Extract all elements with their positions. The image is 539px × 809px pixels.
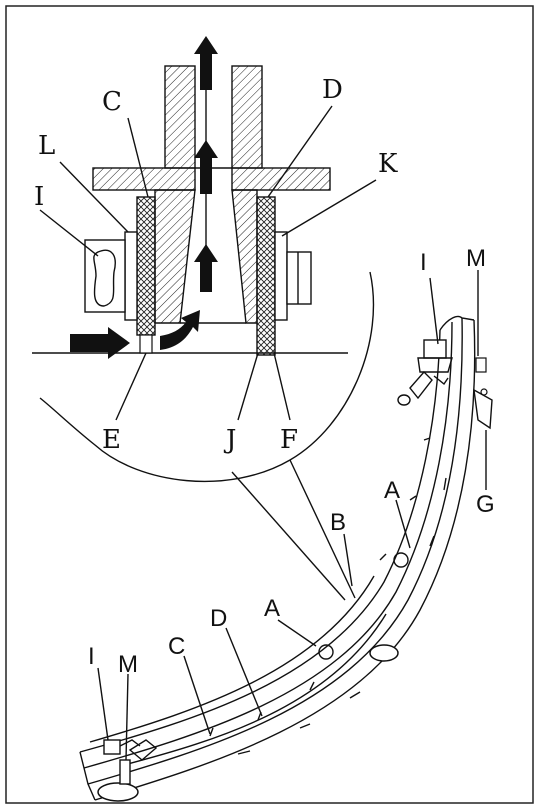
- nozzle-wall-right: [231, 189, 258, 324]
- leader-line-1: [231, 471, 346, 601]
- foot-pad-left: [97, 782, 139, 802]
- rail-middle: [83, 321, 453, 769]
- curved-assembly: I M G A B A D C I M: [79, 245, 495, 802]
- flow-arrow-up-icon: [194, 140, 218, 194]
- knob-right: [286, 251, 312, 305]
- label-A-right: A: [384, 477, 400, 504]
- rail-slot: [119, 613, 387, 767]
- clamp-bottom: [103, 739, 158, 785]
- label-I-bottom: I: [88, 643, 95, 670]
- leader-line-2: [289, 459, 356, 599]
- flow-arrow-right-icon: [70, 327, 130, 359]
- label-E-detail: E: [102, 425, 121, 455]
- label-I-top: I: [420, 249, 427, 276]
- flow-arrow-up-icon: [194, 36, 218, 90]
- bolt-ring: [318, 644, 334, 660]
- label-M-top: M: [466, 245, 486, 272]
- label-I-detail: I: [34, 182, 44, 212]
- label-C-main: C: [168, 633, 185, 660]
- plate-K: [274, 231, 288, 321]
- label-D-main: D: [210, 605, 227, 632]
- rail-outer-2: [87, 317, 463, 785]
- label-A-left: A: [264, 595, 280, 622]
- label-M-bottom: M: [118, 651, 138, 678]
- rail-inner-2: [89, 575, 375, 743]
- flow-arrow-up-icon: [194, 244, 218, 292]
- label-F-detail: F: [280, 425, 298, 455]
- label-C-detail: C: [102, 87, 122, 117]
- gap-E: [139, 334, 153, 354]
- label-K-detail: K: [378, 149, 398, 179]
- detail-view: C D L K I E J F: [32, 36, 398, 601]
- label-G: G: [476, 491, 495, 518]
- clamp-top: [397, 339, 493, 430]
- seal-D: [256, 196, 276, 356]
- knob-left: [84, 239, 126, 313]
- label-D-detail: D: [322, 75, 343, 105]
- knob-left-blob: [93, 249, 116, 307]
- bolt-ring: [393, 552, 409, 568]
- chimney-wall-right: [231, 65, 263, 169]
- foot-pad-middle: [369, 644, 399, 662]
- page-frame: [5, 5, 534, 804]
- plate-L: [124, 231, 138, 321]
- rail-outer: [94, 319, 476, 801]
- seal-C: [136, 196, 156, 336]
- rail-inner: [79, 329, 441, 753]
- label-L-detail: L: [38, 131, 55, 161]
- label-B: B: [330, 509, 346, 536]
- flow-arrow-curved-icon: [160, 310, 200, 350]
- chimney-wall-left: [164, 65, 196, 169]
- nozzle-wall-left: [154, 189, 196, 324]
- label-J-detail: J: [223, 425, 236, 455]
